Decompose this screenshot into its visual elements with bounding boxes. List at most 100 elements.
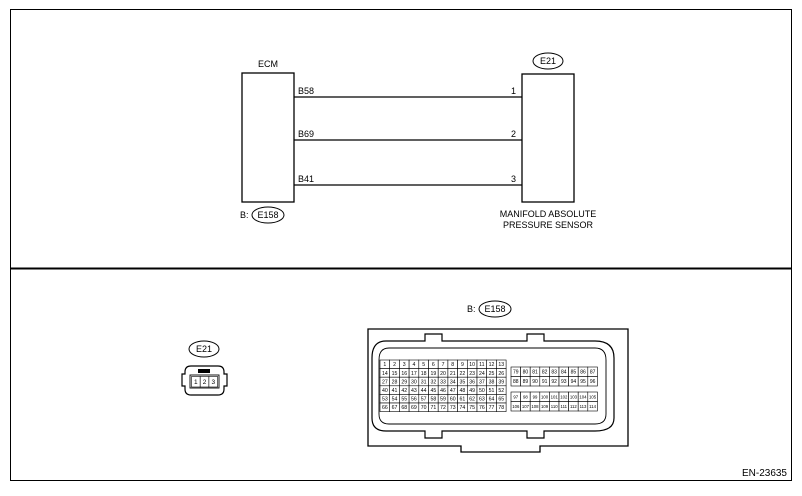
sensor-terminal-2: 2 [511,129,516,139]
pin-2: 2 [203,379,207,386]
pin-84: 84 [561,370,567,376]
ecm-terminal-b58: B58 [298,86,314,96]
pin-2: 2 [393,362,396,368]
pin-33: 33 [440,379,446,385]
pin-72: 72 [440,405,446,411]
pin-12: 12 [489,362,495,368]
pin-46: 46 [440,388,446,394]
pin-15: 15 [392,371,398,377]
pin-93: 93 [561,379,567,385]
pin-101: 101 [551,394,559,399]
pin-3: 3 [211,379,215,386]
pin-27: 27 [382,379,388,385]
pin-14: 14 [382,371,388,377]
pin-73: 73 [450,405,456,411]
pin-52: 52 [498,388,504,394]
pin-82: 82 [542,370,548,376]
pin-39: 39 [498,379,504,385]
pin-109: 109 [541,404,549,409]
pin-51: 51 [489,388,495,394]
e158-prefix: B: [467,304,476,314]
pin-71: 71 [430,405,436,411]
pin-10: 10 [469,362,475,368]
pin-102: 102 [560,394,568,399]
pin-13: 13 [498,362,504,368]
pin-88: 88 [513,379,519,385]
pin-44: 44 [421,388,427,394]
pin-105: 105 [589,394,597,399]
pin-70: 70 [421,405,427,411]
pin-97: 97 [513,394,518,399]
pin-56: 56 [411,397,417,403]
pin-25: 25 [489,371,495,377]
ecm-connector-id: E158 [257,210,278,220]
pin-38: 38 [489,379,495,385]
doc-code: EN-23635 [742,468,787,479]
sensor-box [521,73,575,203]
pin-1: 1 [383,362,386,368]
pin-78: 78 [498,405,504,411]
pin-42: 42 [401,388,407,394]
pin-28: 28 [392,379,398,385]
pin-66: 66 [382,405,388,411]
e158-label-oval [478,300,512,318]
pin-21: 21 [450,371,456,377]
pin-87: 87 [590,370,596,376]
pin-85: 85 [571,370,577,376]
pin-45: 45 [430,388,436,394]
pin-103: 103 [570,394,578,399]
ecm-box [241,72,295,203]
pin-16: 16 [401,371,407,377]
pin-107: 107 [522,404,530,409]
pin-11: 11 [479,362,484,368]
diagram-frame [10,9,792,481]
pin-114: 114 [589,404,596,409]
pin-7: 7 [442,362,445,368]
pin-35: 35 [460,379,466,385]
pin-86: 86 [580,370,586,376]
pin-22: 22 [460,371,466,377]
pin-57: 57 [421,397,427,403]
pin-114-cell [587,401,598,412]
pin-62: 62 [469,397,475,403]
pin-30: 30 [411,379,417,385]
pin-111: 111 [561,404,568,409]
pin-23: 23 [469,371,475,377]
ecm-terminal-b41: B41 [298,174,314,184]
pin-58: 58 [430,397,436,403]
pin-29: 29 [401,379,407,385]
pin-94: 94 [571,379,577,385]
sensor-connector-id: E21 [540,56,556,66]
sensor-terminal-3: 3 [511,174,516,184]
pin-80: 80 [523,370,529,376]
pin-91: 91 [542,379,548,385]
pin-32: 32 [430,379,436,385]
pin-48: 48 [460,388,466,394]
pin-19: 19 [430,371,436,377]
ecm-connector-prefix: B: [240,210,249,220]
pin-6: 6 [432,362,435,368]
ecm-terminal-b69: B69 [298,129,314,139]
pin-96-cell [587,376,598,387]
pin-113: 113 [580,404,587,409]
pin-61: 61 [460,397,466,403]
pin-98: 98 [523,394,528,399]
pin-41: 41 [392,388,398,394]
pin-106: 106 [512,404,520,409]
pin-47: 47 [450,388,456,394]
pin-100: 100 [541,394,549,399]
pin-20: 20 [440,371,446,377]
pin-17: 17 [411,371,417,377]
pin-65: 65 [498,397,504,403]
pin-77: 77 [489,405,495,411]
sensor-terminal-1: 1 [511,86,516,96]
pin-54: 54 [392,397,398,403]
pin-69: 69 [411,405,417,411]
pin-79: 79 [513,370,519,376]
sensor-name-line1: MANIFOLD ABSOLUTE [500,209,597,219]
pin-112: 112 [570,404,577,409]
